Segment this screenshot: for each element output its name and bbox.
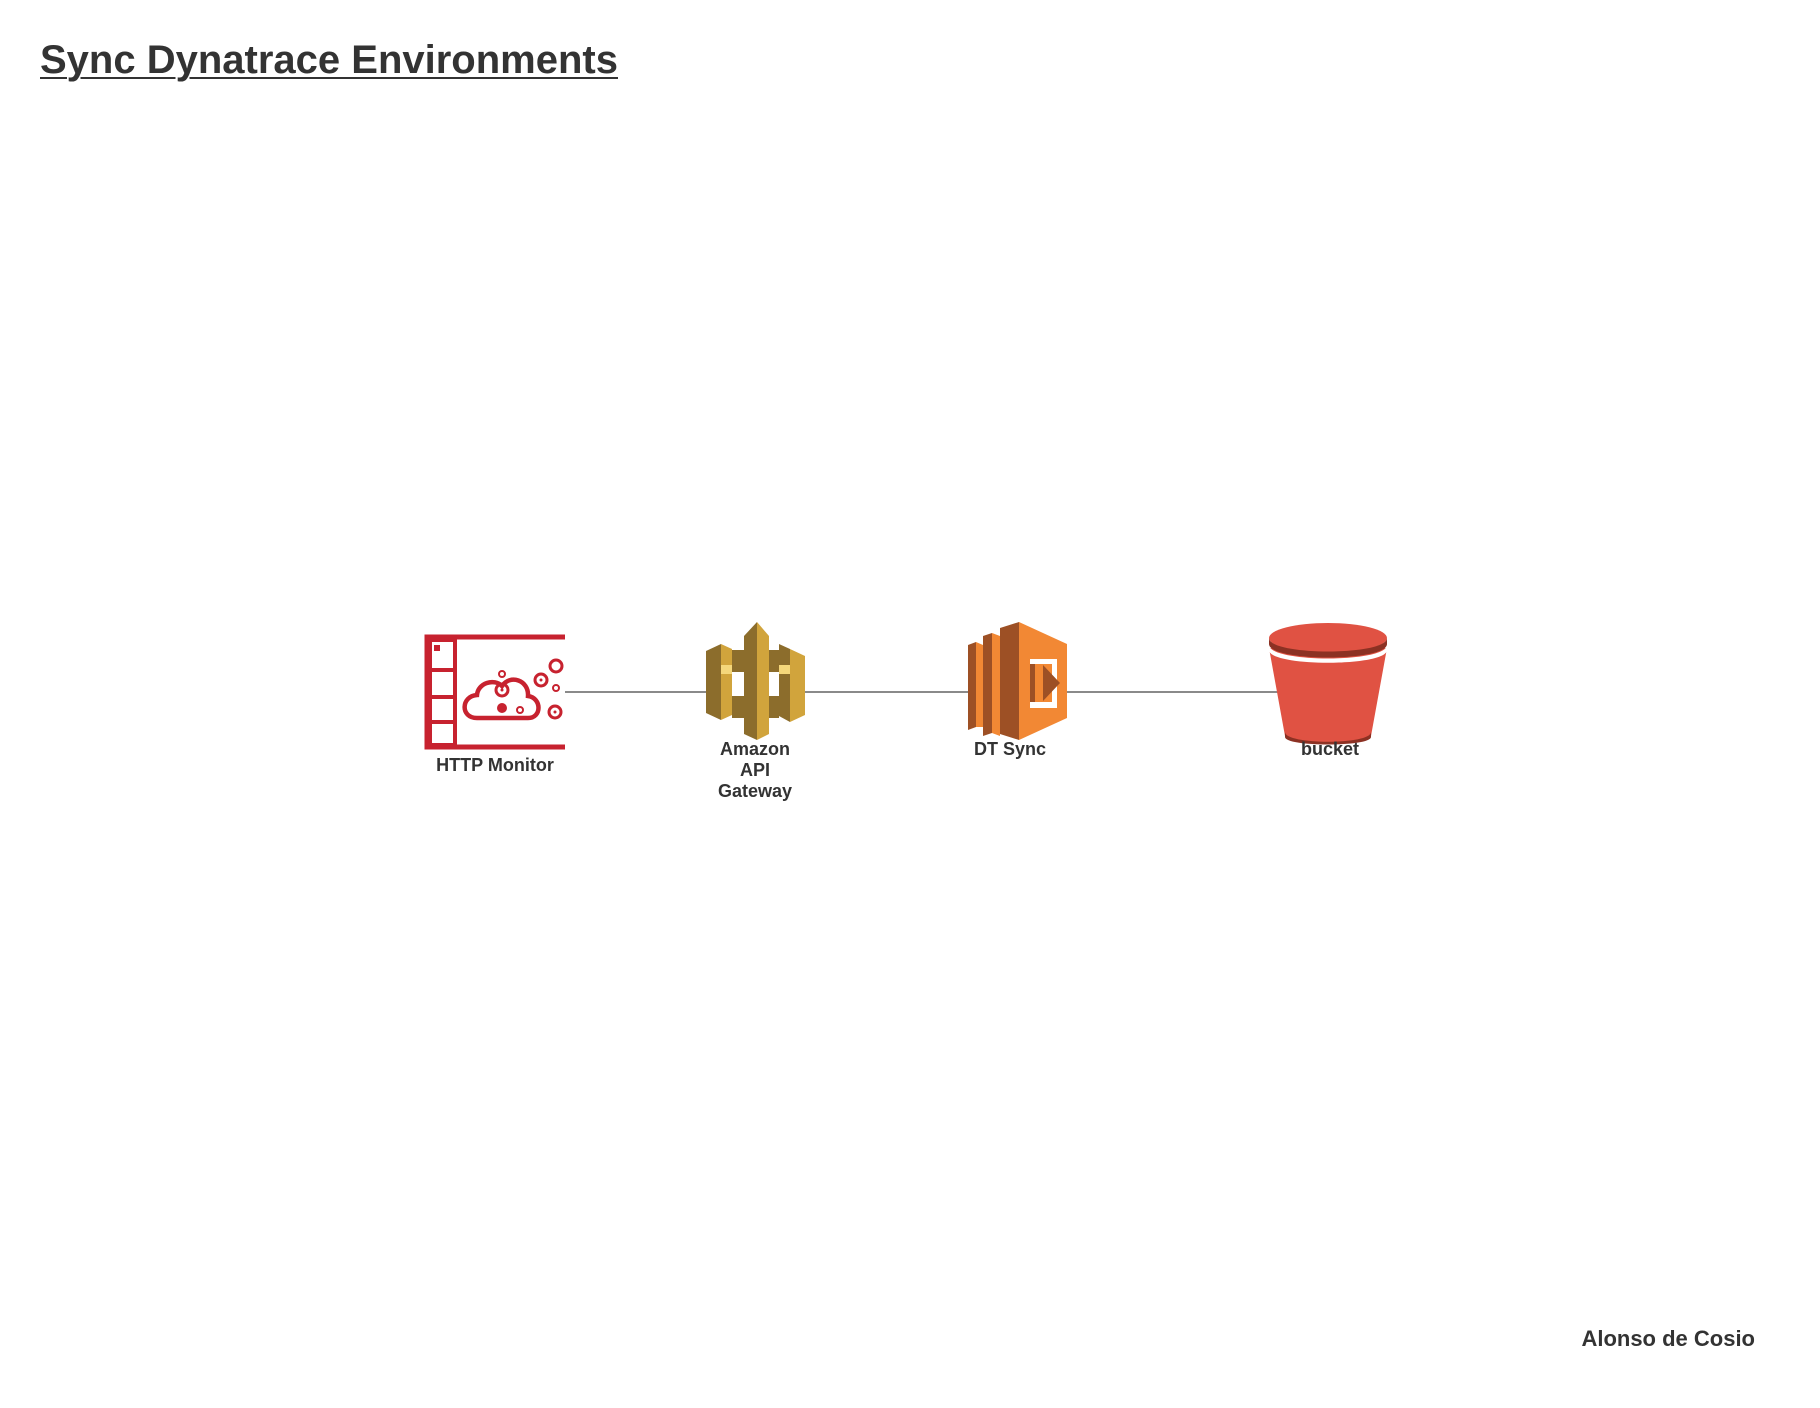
api-gateway-icon[interactable]: [706, 622, 805, 740]
node-label-dt-sync: DT Sync: [973, 739, 1047, 759]
s3-bucket-icon[interactable]: [1269, 623, 1387, 745]
node-label-bucket: bucket: [1300, 739, 1360, 759]
node-label-api-gateway-line: Gateway: [717, 781, 793, 801]
node-label-http-monitor: HTTP Monitor: [436, 755, 554, 775]
author-credit: Alonso de Cosio: [1581, 1326, 1755, 1351]
node-label-api-gateway: Amazon API Gateway: [700, 739, 810, 802]
node-label-api-gateway-line: Amazon: [719, 739, 790, 759]
lambda-icon[interactable]: [968, 622, 1067, 740]
node-label-api-gateway-line: API: [739, 760, 770, 780]
http-monitor-icon[interactable]: [424, 634, 565, 750]
page-title: Sync Dynatrace Environments: [40, 38, 618, 82]
